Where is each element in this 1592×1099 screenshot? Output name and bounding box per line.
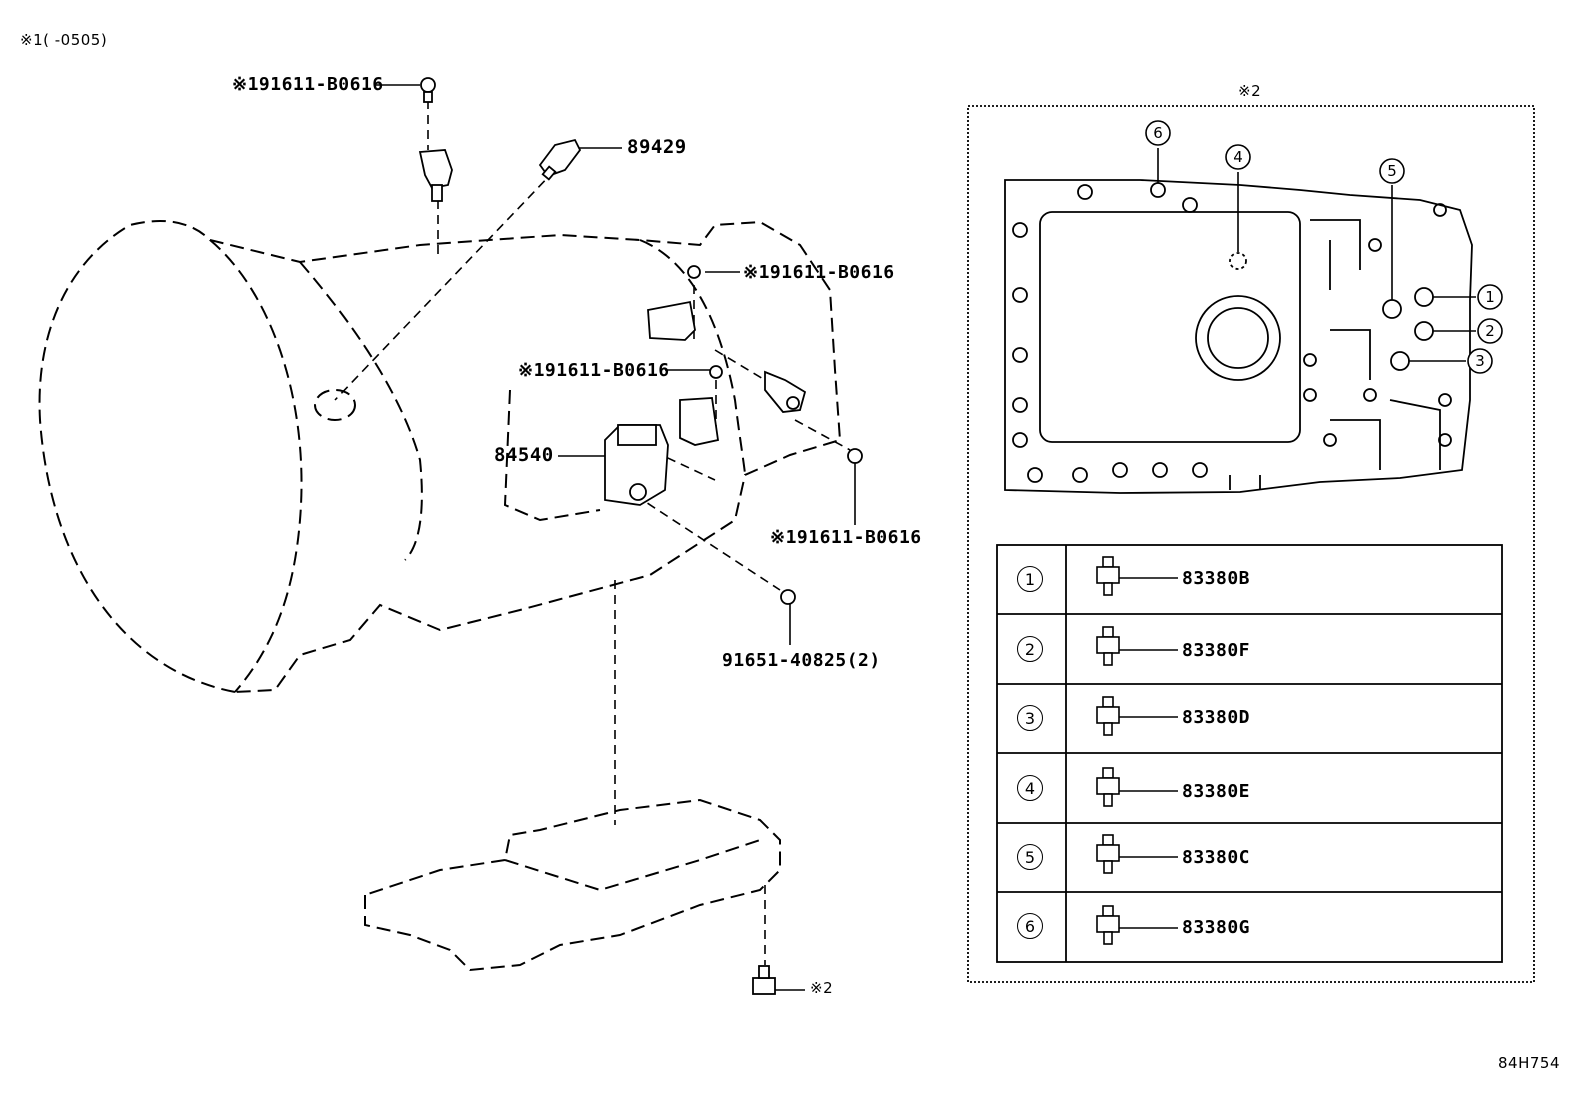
leader-bolt-lower-right bbox=[794, 419, 851, 451]
inset-title: ※2 bbox=[1238, 82, 1262, 100]
label-sensor-89429: 89429 bbox=[627, 136, 687, 158]
neutral-switch-shaft bbox=[629, 483, 647, 501]
bolt-lower-right-head bbox=[847, 448, 863, 464]
table-row-1-num: 1 bbox=[1017, 566, 1043, 592]
table-row-5-num: 5 bbox=[1017, 844, 1043, 870]
bolt-bottom-head bbox=[780, 589, 796, 605]
callout-1-circle bbox=[1477, 284, 1503, 310]
valve-sensor-tip bbox=[758, 965, 770, 979]
callout-3-circle bbox=[1467, 348, 1493, 374]
table-row-4-part: 83380E bbox=[1182, 781, 1251, 802]
solenoid-5 bbox=[1382, 299, 1402, 319]
harness-clip-lower bbox=[679, 397, 720, 446]
output-seal bbox=[314, 389, 356, 421]
table-row-4-num: 4 bbox=[1017, 775, 1043, 801]
label-bolt-lower-right: ※191611-B0616 bbox=[770, 527, 922, 548]
table-row-3-num: 3 bbox=[1017, 705, 1043, 731]
leader-switch-shaft bbox=[639, 444, 716, 481]
oil-pan-outline bbox=[364, 798, 781, 972]
valve-body-outline bbox=[1004, 179, 1473, 494]
callout-6-circle bbox=[1145, 120, 1171, 146]
bolt-upper-right-head bbox=[687, 265, 701, 279]
label-valve-ref: ※2 bbox=[810, 979, 834, 997]
bell-housing-curve bbox=[209, 239, 303, 693]
leader-switch-bolt bbox=[634, 494, 781, 591]
table-row-6-num: 6 bbox=[1017, 913, 1043, 939]
valve-body-passages bbox=[1229, 219, 1441, 490]
solenoid-2 bbox=[1414, 321, 1434, 341]
label-bolt-upper-right: ※191611-B0616 bbox=[743, 262, 895, 283]
sensor-top-body bbox=[418, 149, 453, 190]
label-bolt-top: ※191611-B0616 bbox=[232, 74, 384, 95]
case-rib-3 bbox=[503, 389, 601, 522]
table-row-3-part: 83380D bbox=[1182, 707, 1251, 728]
figure-id: 84H754 bbox=[1498, 1054, 1560, 1072]
solenoid-6 bbox=[1150, 182, 1166, 198]
sensor-89429-tip bbox=[541, 165, 557, 181]
speed-sensor-boss bbox=[786, 396, 800, 410]
valve-body-bolt-holes bbox=[1012, 184, 1452, 483]
solenoid-3 bbox=[1390, 351, 1410, 371]
table-row-1-part: 83380B bbox=[1182, 568, 1251, 589]
case-rib-1 bbox=[299, 261, 423, 561]
bolt-top-head bbox=[420, 77, 436, 93]
bolt-top-shank bbox=[423, 91, 433, 103]
transmission-case-outline bbox=[38, 219, 842, 694]
callout-5-circle bbox=[1379, 158, 1405, 184]
harness-clip-upper bbox=[647, 300, 696, 341]
valve-inset-frame bbox=[967, 105, 1535, 983]
solenoid-4 bbox=[1229, 252, 1247, 270]
variant-note: ※1( -0505) bbox=[20, 31, 108, 49]
callout-5-text: 5 bbox=[1387, 162, 1397, 180]
valve-body-filter-port bbox=[1195, 295, 1281, 381]
table-row-2-num: 2 bbox=[1017, 636, 1043, 662]
label-bolt-bottom: 91651-40825(2) bbox=[722, 650, 881, 671]
solenoid-1 bbox=[1414, 287, 1434, 307]
leader-speed-sensor bbox=[714, 349, 766, 381]
callout-4-circle bbox=[1225, 144, 1251, 170]
table-row-2-part: 83380F bbox=[1182, 640, 1251, 661]
oil-pan-inner bbox=[504, 839, 761, 892]
leader-sensor-89429 bbox=[334, 169, 556, 401]
neutral-switch-connector bbox=[617, 424, 657, 446]
callout-4-text: 4 bbox=[1233, 148, 1243, 166]
callout-1-text: 1 bbox=[1485, 288, 1495, 306]
label-bolt-middle: ※191611-B0616 bbox=[518, 360, 670, 381]
sensor-top-tip bbox=[431, 184, 443, 202]
callout-2-text: 2 bbox=[1485, 322, 1495, 340]
table-row-5-part: 83380C bbox=[1182, 847, 1251, 868]
callout-2-circle bbox=[1477, 318, 1503, 344]
callout-6-text: 6 bbox=[1153, 124, 1163, 142]
table-row-6-part: 83380G bbox=[1182, 917, 1251, 938]
label-switch-84540: 84540 bbox=[494, 444, 554, 466]
valve-body-filter-port-inner bbox=[1207, 307, 1269, 369]
callout-3-text: 3 bbox=[1475, 352, 1485, 370]
valve-body-filter-plate bbox=[1039, 211, 1301, 443]
bolt-middle-head bbox=[709, 365, 723, 379]
table-sensor-icons bbox=[1096, 556, 1178, 945]
valve-sensor-body bbox=[752, 977, 776, 995]
